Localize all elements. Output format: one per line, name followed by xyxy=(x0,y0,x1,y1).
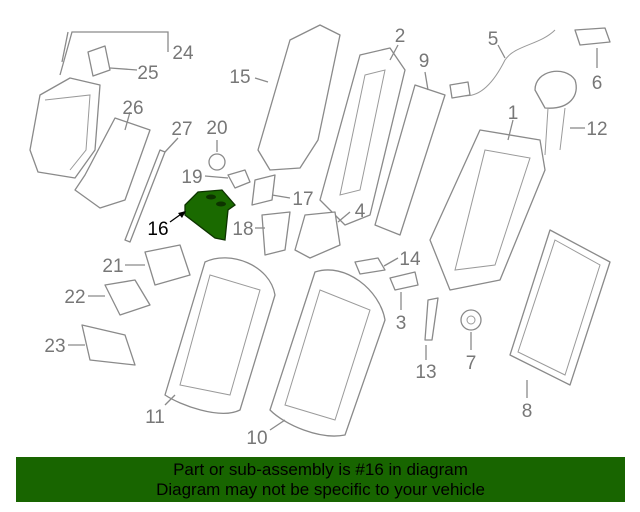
callout-12[interactable]: 12 xyxy=(586,119,607,140)
callout-10[interactable]: 10 xyxy=(246,428,267,449)
callout-7[interactable]: 7 xyxy=(466,353,477,374)
callout-24[interactable]: 24 xyxy=(172,43,194,64)
part-seat-cushion-11[interactable] xyxy=(164,257,276,414)
part-panel[interactable] xyxy=(74,111,151,209)
callout-5[interactable]: 5 xyxy=(488,29,499,50)
part-clip-14[interactable] xyxy=(354,257,399,275)
part-bracket-17[interactable] xyxy=(251,174,291,206)
part-cable[interactable] xyxy=(449,29,556,99)
part-trim-strip[interactable] xyxy=(124,137,179,243)
callout-9[interactable]: 9 xyxy=(419,51,430,72)
callout-19[interactable]: 19 xyxy=(181,167,202,188)
callout-22[interactable]: 22 xyxy=(64,287,85,308)
part-frame[interactable] xyxy=(319,44,406,226)
part-seatback-frame[interactable] xyxy=(429,119,546,291)
part-bracket-4[interactable] xyxy=(294,211,351,259)
part-bushing-7[interactable] xyxy=(460,309,482,350)
part-seat-cushion-10[interactable] xyxy=(269,269,386,437)
part-rod-13[interactable] xyxy=(424,297,439,360)
callout-18[interactable]: 18 xyxy=(232,219,253,240)
callout-20[interactable]: 20 xyxy=(206,118,227,139)
part-hinge-3[interactable] xyxy=(389,271,419,310)
callout-4[interactable]: 4 xyxy=(355,201,366,222)
callout-21[interactable]: 21 xyxy=(102,256,123,277)
part-16-highlighted[interactable] xyxy=(169,189,236,241)
part-headrest[interactable] xyxy=(534,70,585,156)
part-back-panel-8[interactable] xyxy=(509,229,611,398)
callout-23[interactable]: 23 xyxy=(44,336,65,357)
callout-15[interactable]: 15 xyxy=(229,67,250,88)
callout-3[interactable]: 3 xyxy=(396,313,407,334)
part-cover-23[interactable] xyxy=(68,324,136,366)
part-armrest[interactable] xyxy=(29,31,169,179)
part-latch[interactable] xyxy=(574,27,611,68)
callout-27[interactable]: 27 xyxy=(171,119,192,140)
part-clip-20[interactable] xyxy=(208,140,226,171)
callout-14[interactable]: 14 xyxy=(399,249,421,270)
callout-26[interactable]: 26 xyxy=(122,98,143,119)
part-cover-21[interactable] xyxy=(125,244,191,286)
callout-6[interactable]: 6 xyxy=(592,73,603,94)
part-button[interactable] xyxy=(87,45,138,77)
callout-2[interactable]: 2 xyxy=(395,26,406,47)
info-banner: Part or sub-assembly is #16 in diagram D… xyxy=(16,457,625,502)
callout-16[interactable]: 16 xyxy=(147,219,168,240)
banner-part-text: Part or sub-assembly is #16 in diagram xyxy=(173,460,468,479)
callout-17[interactable]: 17 xyxy=(292,189,313,210)
callout-13[interactable]: 13 xyxy=(415,362,436,383)
part-bracket-18[interactable] xyxy=(255,211,291,256)
callout-25[interactable]: 25 xyxy=(137,63,158,84)
callout-8[interactable]: 8 xyxy=(522,401,533,422)
part-pad[interactable] xyxy=(374,71,446,236)
part-clip-19[interactable] xyxy=(204,169,251,189)
banner-disclaimer-text: Diagram may not be specific to your vehi… xyxy=(156,480,485,499)
callout-11[interactable]: 11 xyxy=(145,407,165,428)
part-backrest-cover[interactable] xyxy=(254,24,341,171)
part-cover-22[interactable] xyxy=(88,279,151,316)
callout-1[interactable]: 1 xyxy=(508,103,519,124)
